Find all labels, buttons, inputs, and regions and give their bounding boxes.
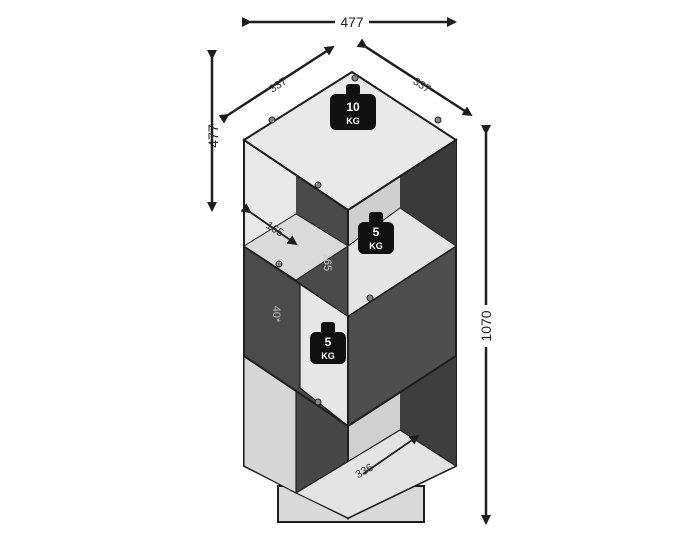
weight-10kg-unit: KG	[346, 116, 360, 126]
weight-10kg-value: 10	[346, 100, 360, 114]
left-depth-arrow	[218, 45, 335, 124]
top-width-label: 477	[340, 14, 364, 30]
middle-cube: 40*	[243, 244, 457, 428]
weight-5kg-left-value: 5	[325, 335, 332, 349]
weight-10kg: 10 KG	[330, 84, 376, 130]
weight-5kg-left: 5 KG	[310, 322, 346, 364]
weight-5kg-right: 5 KG	[358, 212, 394, 254]
total-height-label: 1070	[478, 310, 494, 341]
shelf-depth-label: 40*	[270, 306, 282, 323]
right-depth-arrow	[356, 38, 473, 117]
weight-5kg-left-unit: KG	[321, 351, 335, 361]
vertical-cube-label: 477	[205, 124, 221, 148]
weight-5kg-right-value: 5	[373, 225, 380, 239]
inner-width-label: 165	[321, 253, 333, 271]
weight-5kg-right-unit: KG	[369, 241, 383, 251]
